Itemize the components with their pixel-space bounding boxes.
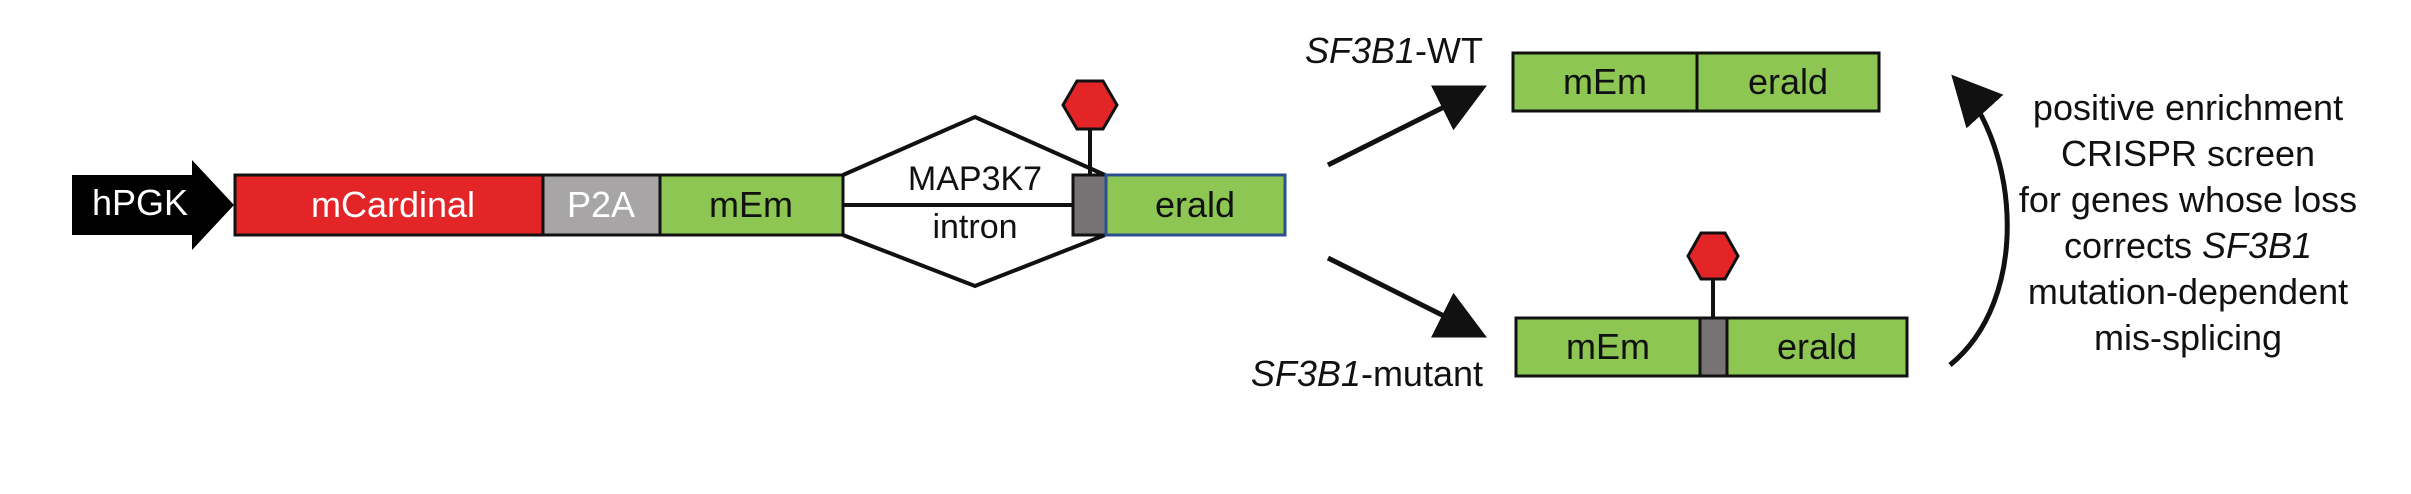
erald-label: erald (1155, 184, 1235, 225)
arrow-to-mutant (1326, 255, 1487, 338)
screen-description: positive enrichment CRISPR screen for ge… (2019, 87, 2357, 358)
mem-segment: mEm (658, 173, 845, 237)
mutant-poison-exon-box (1698, 316, 1729, 378)
p2a-label: P2A (567, 184, 635, 225)
p2a-segment: P2A (541, 173, 662, 237)
splice-bottom-path (842, 233, 1106, 289)
splice-top-path (842, 114, 1106, 177)
mcardinal-segment: mCardinal (233, 173, 545, 237)
promoter-arrow-shape (72, 160, 234, 250)
intron-label-line1: MAP3K7 (908, 160, 1042, 198)
erald-box (1104, 173, 1287, 237)
mutant-gene-name: SF3B1 (1251, 353, 1361, 394)
stop-hexagon-icon (1061, 79, 1119, 131)
wt-genotype-label: SF3B1-WT (1305, 30, 1483, 71)
wt-erald-box (1695, 51, 1881, 113)
map3k7-intron: MAP3K7 intron (842, 114, 1106, 289)
mcardinal-label: mCardinal (311, 184, 475, 225)
mutant-product: SF3B1-mutant mEm erald (1251, 231, 1909, 394)
poison-exon-box (1071, 173, 1108, 237)
hpgk-promoter: hPGK (72, 160, 234, 250)
p2a-box (541, 173, 662, 237)
screen-text-line6: mis-splicing (2094, 317, 2282, 358)
wt-mem-label: mEm (1563, 61, 1647, 102)
wt-erald-label: erald (1748, 61, 1828, 102)
stop-hexagon-icon (1686, 231, 1740, 281)
screen-text-line4-prefix: corrects (2064, 225, 2202, 266)
mem-label: mEm (709, 184, 793, 225)
arrow-to-wt (1326, 85, 1487, 168)
mutant-erald-label: erald (1777, 326, 1857, 367)
reporter-construct: hPGK mCardinal P2A mEm MAP3K7 intron (72, 79, 1287, 289)
poison-exon (1061, 79, 1119, 237)
screen-text-line2: CRISPR screen (2061, 133, 2315, 174)
promoter-label: hPGK (92, 182, 188, 223)
screen-text-line5: mutation-dependent (2028, 271, 2348, 312)
screen-correction-arrow (1948, 74, 2010, 367)
mutant-genotype-label: SF3B1-mutant (1251, 353, 1483, 394)
mutant-erald-box (1725, 316, 1909, 378)
screen-text-line1: positive enrichment (2033, 87, 2343, 128)
screen-text-line4-gene: SF3B1 (2202, 225, 2312, 266)
screen-text-line3: for genes whose loss (2019, 179, 2357, 220)
wt-genotype-suffix: -WT (1415, 30, 1483, 71)
erald-segment: erald (1104, 173, 1287, 237)
mutant-genotype-suffix: -mutant (1361, 353, 1483, 394)
screen-text-line4: corrects SF3B1 (2064, 225, 2312, 266)
wt-product: SF3B1-WT mEm erald (1305, 30, 1881, 113)
intron-label-line2: intron (932, 208, 1017, 246)
mutant-mem-label: mEm (1566, 326, 1650, 367)
wt-gene-name: SF3B1 (1305, 30, 1415, 71)
